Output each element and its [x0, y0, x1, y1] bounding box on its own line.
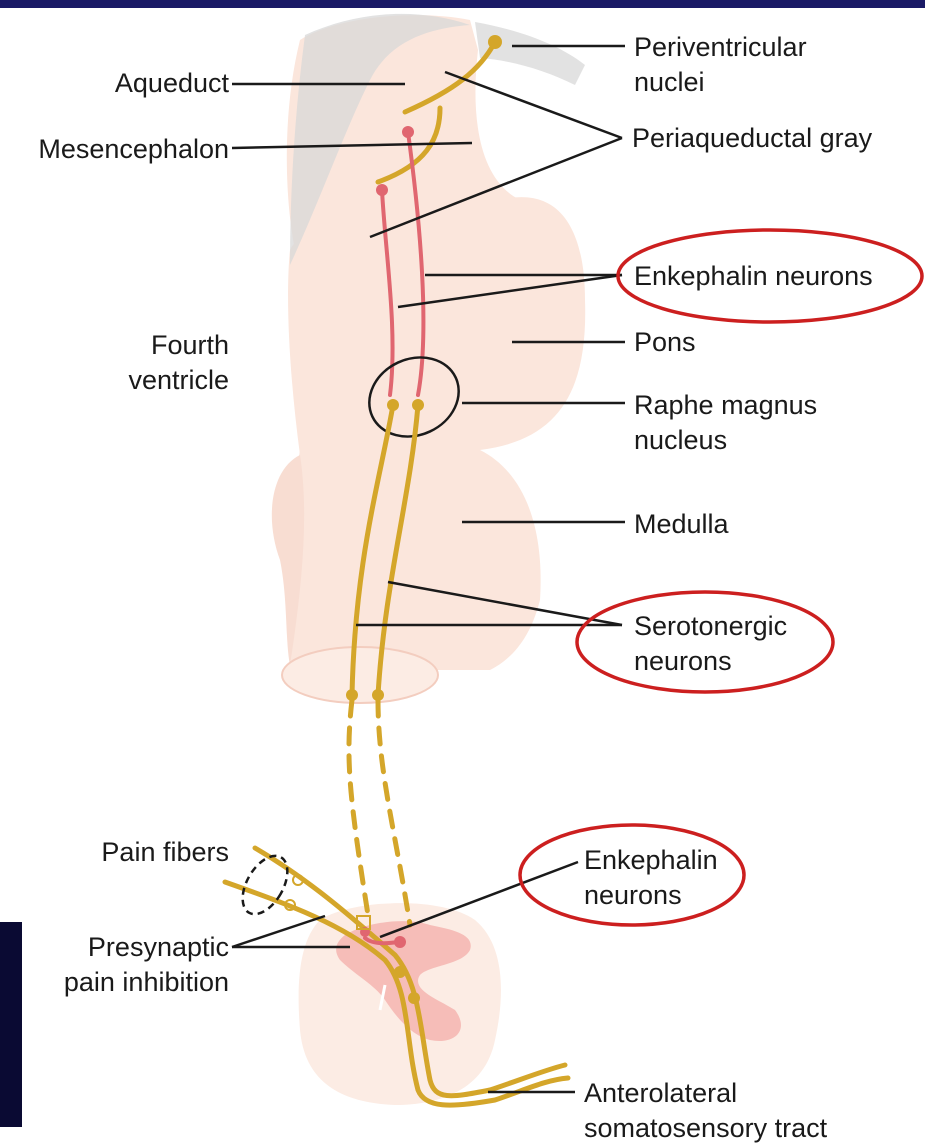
spinal-cord [299, 903, 501, 1105]
label-periventricular-line2: nuclei [634, 65, 807, 100]
pain-fibers-dashed-outline [233, 848, 296, 921]
label-mesencephalon: Mesencephalon [38, 132, 229, 167]
label-pain-fibers: Pain fibers [101, 835, 229, 870]
serotonergic-terminal-2 [372, 689, 384, 701]
label-pons: Pons [634, 325, 696, 360]
label-presynaptic: Presynaptic pain inhibition [64, 930, 229, 1000]
label-presynaptic-line1: Presynaptic [64, 930, 229, 965]
label-fourth-ventricle-line1: Fourth [128, 328, 229, 363]
label-anterolateral-line2: somatosensory tract [584, 1111, 827, 1146]
medulla-cut-face [282, 647, 438, 703]
label-enkephalin-lower-line2: neurons [584, 878, 718, 913]
enkephalin-soma-2 [402, 126, 414, 138]
enkephalin-soma-1 [376, 184, 388, 196]
pons-shape [288, 197, 585, 455]
tract-node-1 [394, 966, 406, 978]
periventricular-soma [488, 35, 502, 49]
label-fourth-ventricle-line2: ventricle [128, 363, 229, 398]
medulla-shape [288, 450, 541, 670]
label-enkephalin-lower-line1: Enkephalin [584, 843, 718, 878]
label-raphe-line2: nucleus [634, 423, 817, 458]
label-presynaptic-line2: pain inhibition [64, 965, 229, 1000]
label-serotonergic-line1: Serotonergic [634, 609, 787, 644]
serotonergic-terminal-1 [346, 689, 358, 701]
tract-node-2 [408, 992, 420, 1004]
label-fourth-ventricle: Fourth ventricle [128, 328, 229, 398]
label-serotonergic: Serotonergic neurons [634, 609, 787, 679]
serotonergic-soma-2 [412, 399, 424, 411]
label-medulla: Medulla [634, 507, 729, 542]
label-serotonergic-line2: neurons [634, 644, 787, 679]
label-periaqueductal-gray: Periaqueductal gray [632, 121, 872, 156]
label-raphe-line1: Raphe magnus [634, 388, 817, 423]
label-raphe-magnus: Raphe magnus nucleus [634, 388, 817, 458]
label-aqueduct: Aqueduct [115, 66, 229, 101]
periventricular-ventricle [475, 22, 585, 85]
label-periventricular-line1: Periventricular [634, 30, 807, 65]
serotonergic-soma-1 [387, 399, 399, 411]
label-anterolateral: Anterolateral somatosensory tract [584, 1076, 827, 1146]
label-periventricular: Periventricular nuclei [634, 30, 807, 100]
label-anterolateral-line1: Anterolateral [584, 1076, 827, 1111]
label-enkephalin-neurons-upper: Enkephalin neurons [634, 259, 873, 294]
label-enkephalin-lower: Enkephalin neurons [584, 843, 718, 913]
spinal-enkephalin-soma [394, 936, 406, 948]
